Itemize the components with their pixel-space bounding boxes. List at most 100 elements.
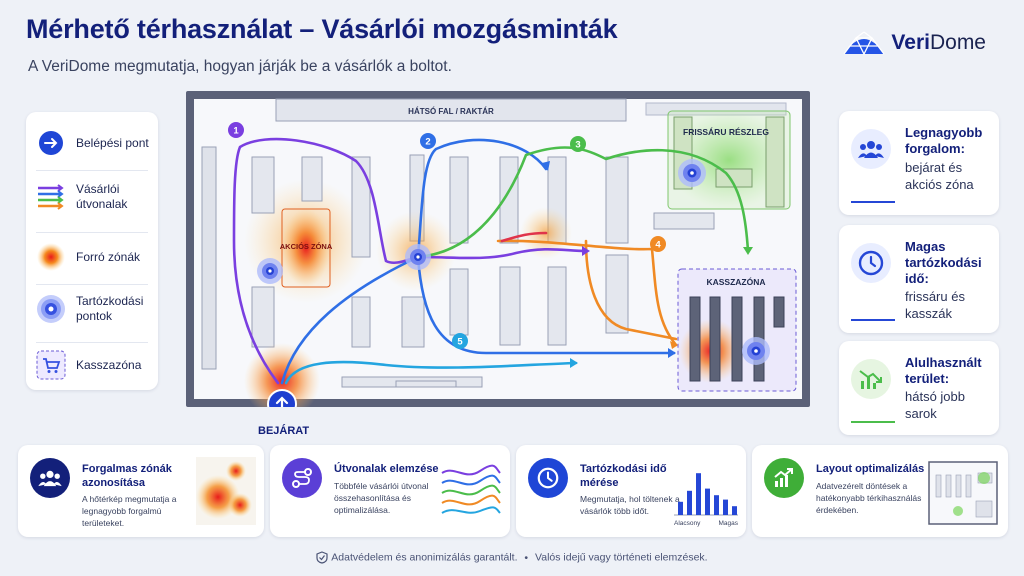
legend-item-hot-zones: Forró zónák <box>36 242 140 272</box>
feature-desc: Többféle vásárlói útvonal összehasonlítá… <box>334 481 429 515</box>
feature-card-layout: Layout optimalizálás Adatvezérelt döntés… <box>752 445 1008 537</box>
feature-desc: A hőtérkép megmutatja a legnagyobb forga… <box>82 494 177 528</box>
checkout-zone-label: KASSZAZÓNA <box>706 276 765 287</box>
stat-card-underused: Alulhasznált terület: hátsó jobb sarok <box>839 341 999 435</box>
clock-icon <box>528 458 568 498</box>
routes-thumbnail <box>441 464 501 514</box>
promo-zone-label: AKCIÓS ZÓNA <box>280 242 333 251</box>
dwell-point <box>405 244 431 270</box>
legend-item-routes: Vásárlói útvonalak <box>36 182 136 212</box>
route-marker-2: 2 <box>420 133 436 149</box>
stat-card-dwell: Magas tartózkodási idő: frissáru és kass… <box>839 225 999 333</box>
feature-card-routes: Útvonalak elemzése Többféle vásárlói útv… <box>270 445 510 537</box>
svg-text:2: 2 <box>425 137 430 148</box>
route-marker-1: 1 <box>228 122 244 138</box>
svg-text:4: 4 <box>655 240 661 251</box>
route-2 <box>280 138 548 385</box>
legend-label: Forró zónák <box>76 249 141 264</box>
heatmap-thumbnail <box>196 457 256 525</box>
route-marker-3: 3 <box>570 136 586 152</box>
route-5b <box>416 255 676 355</box>
page-title: Mérhető térhasználat – Vásárlói mozgásmi… <box>26 14 618 44</box>
route-1 <box>232 137 420 385</box>
trend-down-icon <box>851 359 891 399</box>
feature-title: Tartózkodási idő mérése <box>580 463 667 489</box>
dwell-bar <box>723 499 728 515</box>
footer: Adatvédelem és anonimizálás garantált. •… <box>0 551 1024 564</box>
separator: • <box>524 551 529 564</box>
brand-name: VeriDome <box>891 31 986 54</box>
divider <box>36 284 148 285</box>
entrance-arrow-icon <box>267 389 297 407</box>
legend-panel: Belépési pont Vásárlói útvonalak Forró z… <box>26 112 158 390</box>
dwell-bar <box>696 473 701 515</box>
legend-label: Kasszazóna <box>76 357 142 372</box>
route-marker-4: 4 <box>650 236 666 252</box>
legend-item-dwell: Tartózkodási pontok <box>36 294 146 324</box>
route-3 <box>416 146 750 259</box>
stat-body: frissáru és kasszák <box>905 289 965 321</box>
shield-check-icon <box>316 551 328 564</box>
stat-title: Magas tartózkodási idő: <box>905 239 982 286</box>
route-1b <box>416 247 588 260</box>
feature-desc: Megmutatja, hol töltenek a vásárlók több… <box>580 494 680 516</box>
route-icon <box>282 458 322 498</box>
feature-title: Forgalmas zónák azonosítása <box>82 463 172 489</box>
trend-up-icon <box>764 458 804 498</box>
heat-spot-icon <box>36 242 66 272</box>
accent-line <box>851 421 895 423</box>
axis-low-label: Alacsony <box>674 520 701 527</box>
axis-high-label: Magas <box>718 520 738 527</box>
feature-card-hotzones: Forgalmas zónák azonosítása A hőtérkép m… <box>18 445 264 537</box>
feature-card-dwell: Tartózkodási idő mérése Megmutatja, hol … <box>516 445 746 537</box>
entrance-label: BEJÁRAT <box>258 425 310 437</box>
arrow-right-icon <box>36 128 66 158</box>
fresh-zone-label: FRISSÁRU RÉSZLEG <box>683 127 769 137</box>
realtime-text: Valós idejű vagy történeti elemzések. <box>535 551 708 564</box>
dwell-point <box>257 258 283 284</box>
divider <box>36 170 148 171</box>
route-arrows-icon <box>36 182 66 212</box>
dwell-bar-chart: Alacsony Magas <box>674 473 739 527</box>
dwell-bar <box>687 490 692 515</box>
route-red <box>500 231 548 243</box>
route-5 <box>284 360 578 385</box>
divider <box>36 232 148 233</box>
stat-body: hátsó jobb sarok <box>905 389 965 421</box>
legend-label: Belépési pont <box>76 135 149 150</box>
layout-thumbnail <box>928 461 998 525</box>
route-marker-5: 5 <box>452 333 468 349</box>
stat-title: Legnagyobb forgalom: <box>905 125 983 156</box>
clock-icon <box>851 243 891 283</box>
dwell-point <box>678 159 706 187</box>
svg-text:3: 3 <box>575 140 580 151</box>
back-wall-label: HÁTSÓ FAL / RAKTÁR <box>408 107 494 116</box>
store-map-graphic: HÁTSÓ FAL / RAKTÁR FRISSÁRU RÉSZLEG AKCI… <box>201 98 797 407</box>
feature-title: Útvonalak elemzése <box>334 463 439 475</box>
legend-item-entry: Belépési pont <box>36 128 149 158</box>
brand-logo: VeriDome <box>842 30 986 56</box>
legend-label: Tartózkodási pontok <box>76 294 144 323</box>
dwell-point <box>742 337 770 365</box>
dwell-point-icon <box>36 294 66 324</box>
accent-line <box>851 201 895 203</box>
dwell-bar <box>732 506 737 515</box>
stat-card-traffic: Legnagyobb forgalom: bejárat és akciós z… <box>839 111 999 215</box>
svg-text:5: 5 <box>457 337 463 348</box>
feature-title: Layout optimalizálás <box>816 463 925 475</box>
dwell-bar <box>714 495 719 515</box>
store-floor-map: HÁTSÓ FAL / RAKTÁR FRISSÁRU RÉSZLEG AKCI… <box>186 91 810 407</box>
svg-text:1: 1 <box>233 126 239 137</box>
legend-item-checkout: Kasszazóna <box>36 350 141 380</box>
stat-title: Alulhasznált terület: <box>905 355 982 386</box>
dwell-bar <box>678 501 683 515</box>
page-subtitle: A VeriDome megmutatja, hogyan járják be … <box>28 58 452 75</box>
people-icon <box>851 129 891 169</box>
privacy-text: Adatvédelem és anonimizálás garantált. <box>331 551 518 564</box>
legend-label: Vásárlói útvonalak <box>76 182 128 211</box>
feature-desc: Adatvezérelt döntések a hatékonyabb térk… <box>816 481 922 515</box>
stat-body: bejárat és akciós zóna <box>905 160 974 192</box>
dwell-bar <box>705 488 710 515</box>
route-4b <box>584 239 678 341</box>
dome-logo-icon <box>843 31 885 56</box>
